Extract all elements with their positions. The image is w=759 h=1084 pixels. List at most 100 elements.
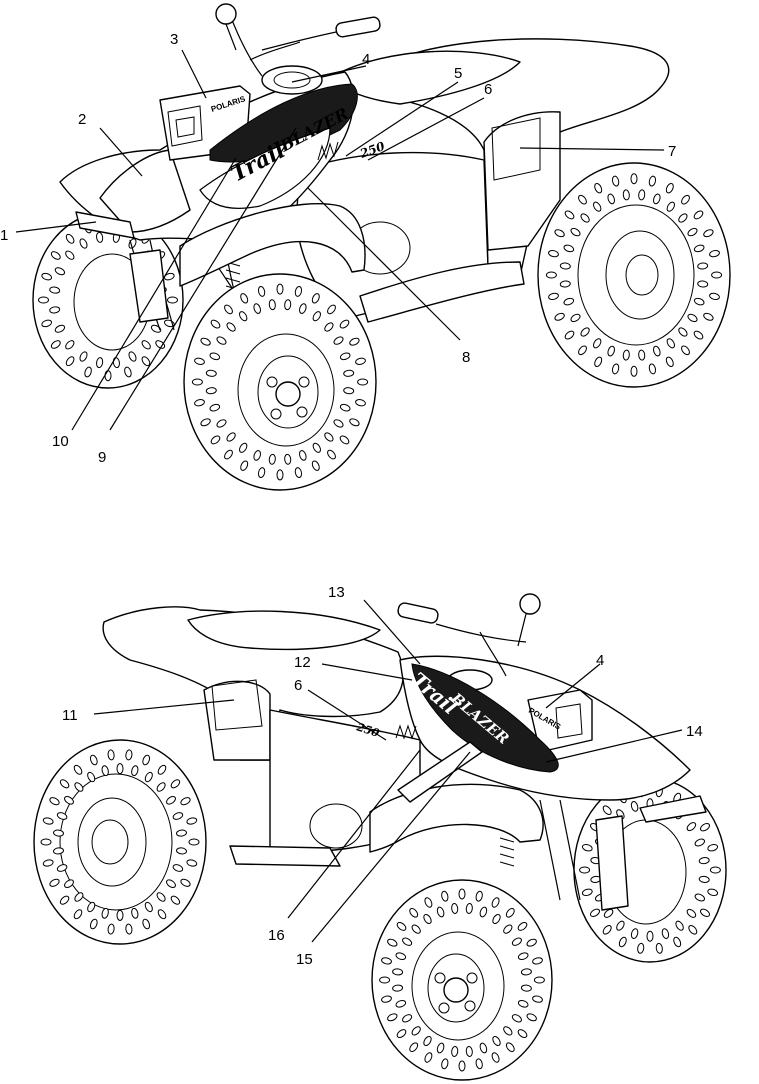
tire-lug bbox=[475, 890, 483, 902]
tire-lug bbox=[703, 312, 714, 321]
tire-lug bbox=[96, 357, 104, 369]
tire-lug bbox=[687, 227, 698, 237]
tire-lug bbox=[630, 173, 638, 185]
tire-lug bbox=[533, 976, 545, 984]
bottom-callouts: 13 12 4 6 11 14 16 15 bbox=[62, 584, 703, 968]
tire-lug bbox=[333, 419, 344, 428]
tire-lug bbox=[424, 1052, 433, 1063]
tire-lug bbox=[616, 920, 625, 931]
tire-lug bbox=[570, 227, 581, 237]
tire-lug bbox=[436, 906, 445, 918]
tire-lug bbox=[239, 311, 248, 322]
tire-lug bbox=[50, 340, 61, 349]
tire-lug bbox=[357, 378, 369, 386]
tire-lug bbox=[611, 363, 620, 375]
tire-lug bbox=[396, 921, 407, 931]
callout-7: 7 bbox=[668, 143, 676, 160]
tire-lug bbox=[176, 829, 187, 837]
tire-lug bbox=[339, 435, 350, 445]
tire-lug bbox=[579, 866, 591, 874]
tire-lug bbox=[170, 895, 181, 905]
tire-lug bbox=[517, 1000, 529, 1008]
tire-lug bbox=[593, 201, 602, 212]
tire-lug bbox=[411, 924, 421, 934]
rear-right-wheel bbox=[537, 162, 731, 388]
tire-lug bbox=[339, 319, 350, 329]
tire-lug bbox=[564, 330, 575, 340]
tire-lug bbox=[49, 286, 61, 294]
callout-15: 15 bbox=[296, 951, 313, 968]
tire-lug bbox=[349, 337, 360, 346]
tire-lug bbox=[276, 469, 284, 481]
tire-lug bbox=[49, 306, 61, 314]
tire-lug bbox=[548, 292, 559, 301]
tire-lug bbox=[176, 847, 187, 855]
tire-lug bbox=[686, 822, 697, 832]
callout-11: 11 bbox=[62, 707, 78, 724]
tire-lug bbox=[648, 363, 657, 375]
tire-lug bbox=[299, 450, 307, 461]
tire-lug bbox=[505, 907, 515, 918]
tire-lug bbox=[699, 908, 711, 918]
tire-lug bbox=[607, 345, 615, 357]
tire-lug bbox=[517, 1029, 528, 1039]
tire-lug bbox=[709, 292, 720, 301]
tire-lug bbox=[423, 913, 432, 925]
tire-lug bbox=[50, 251, 61, 260]
tire-lug bbox=[526, 1013, 537, 1022]
tire-lug bbox=[73, 909, 83, 920]
tire-lug bbox=[581, 844, 593, 852]
tire-lug bbox=[381, 957, 392, 965]
tire-lug bbox=[131, 907, 139, 919]
tire-lug bbox=[141, 356, 151, 367]
tire-lug bbox=[451, 903, 459, 914]
tire-lug bbox=[602, 925, 612, 935]
tire-lug bbox=[665, 356, 674, 367]
tire-lug bbox=[194, 357, 205, 365]
tire-lug bbox=[41, 319, 53, 328]
tire-lug bbox=[170, 779, 181, 789]
tire-lug bbox=[59, 779, 70, 789]
tire-lug bbox=[42, 817, 54, 825]
tire-lug bbox=[166, 879, 176, 888]
tire-lug bbox=[686, 908, 697, 918]
tire-lug bbox=[268, 453, 276, 465]
tire-lug bbox=[570, 313, 581, 323]
tire-lug bbox=[209, 352, 221, 361]
tire-lug bbox=[580, 213, 590, 223]
atv-body-bottom bbox=[102, 593, 707, 911]
tire-lug bbox=[268, 299, 276, 311]
callout-4-bottom: 4 bbox=[596, 652, 604, 669]
tire-lug bbox=[54, 267, 66, 276]
tire-lug bbox=[491, 897, 500, 908]
tire-lug bbox=[589, 908, 601, 918]
tire-lug bbox=[709, 249, 720, 258]
tire-lug bbox=[327, 449, 336, 460]
tire-lug bbox=[465, 903, 473, 914]
tire-lug bbox=[141, 340, 151, 350]
tire-lug bbox=[423, 1035, 432, 1047]
tire-lug bbox=[107, 923, 115, 935]
tire-lug bbox=[505, 1042, 515, 1053]
tire-lug bbox=[239, 442, 248, 453]
tire-lug bbox=[56, 864, 68, 872]
callout-13: 13 bbox=[328, 584, 345, 601]
tire-lug bbox=[673, 936, 682, 948]
tire-lug bbox=[396, 1029, 407, 1039]
grab-handle bbox=[397, 741, 483, 803]
tire-lug bbox=[89, 754, 98, 766]
callout-10: 10 bbox=[52, 433, 69, 450]
tire-lug bbox=[646, 930, 654, 942]
bottom-leader-lines bbox=[93, 599, 683, 943]
tire-lug bbox=[312, 442, 321, 453]
tire-lug bbox=[622, 189, 630, 201]
tire-lug bbox=[311, 293, 320, 304]
tire-lug bbox=[503, 1026, 513, 1036]
tire-lug bbox=[578, 345, 587, 356]
tire-lug bbox=[666, 338, 675, 349]
tire-lug bbox=[180, 797, 191, 806]
tire-lug bbox=[191, 378, 203, 386]
tire-lug bbox=[694, 893, 706, 902]
tire-lug bbox=[41, 272, 53, 281]
